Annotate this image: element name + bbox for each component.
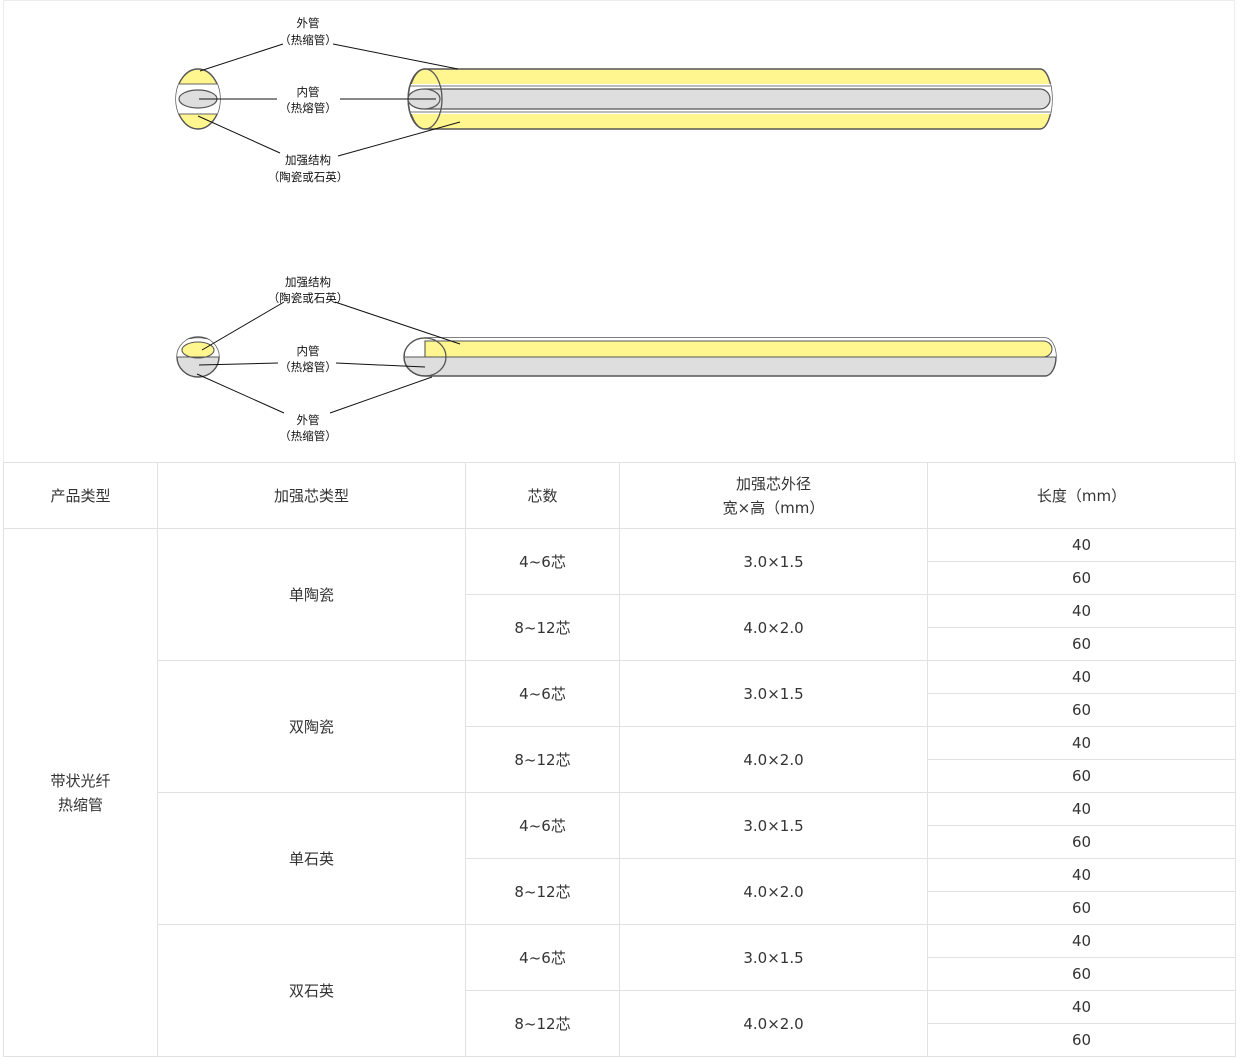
top-label-outer-2: （热缩管） — [279, 33, 337, 47]
spec-table: 产品类型 加强芯类型 芯数 加强芯外径 宽×高（mm） 长度（mm） 带状光纤热… — [3, 462, 1236, 1057]
table-row: 60 — [4, 759, 1236, 793]
bottom-tube-side-view — [403, 337, 1057, 377]
table-row: 60 — [4, 891, 1236, 925]
length-cell: 60 — [927, 1023, 1236, 1057]
diameter-cell: 4.0×2.0 — [619, 858, 928, 925]
fiber-count-cell: 4~6芯 — [465, 924, 620, 991]
length-cell: 40 — [927, 792, 1236, 826]
length-cell: 40 — [927, 594, 1236, 628]
diameter-cell: 3.0×1.5 — [619, 924, 928, 991]
length-cell: 60 — [927, 825, 1236, 859]
product-type-cell: 带状光纤热缩管 — [3, 528, 158, 1057]
table-row: 60 — [4, 1023, 1236, 1057]
table-row: 60 — [4, 561, 1236, 595]
length-cell: 60 — [927, 957, 1236, 991]
length-cell: 60 — [927, 693, 1236, 727]
length-cell: 40 — [927, 660, 1236, 694]
header-core-type: 加强芯类型 — [157, 462, 466, 529]
length-cell: 60 — [927, 627, 1236, 661]
header-fiber-count: 芯数 — [465, 462, 620, 529]
header-diameter-line1: 加强芯外径 — [735, 474, 811, 493]
bottom-label-reinforce-1: 加强结构 — [285, 275, 331, 289]
bottom-callout-lines — [196, 301, 461, 414]
fiber-count-cell: 8~12芯 — [465, 726, 620, 793]
length-cell: 40 — [927, 726, 1236, 760]
core-type-cell: 单石英 — [157, 792, 466, 925]
fiber-count-cell: 4~6芯 — [465, 528, 620, 595]
bottom-label-outer-2: （热缩管） — [279, 429, 337, 443]
bottom-label-reinforce-2: （陶瓷或石英） — [268, 291, 349, 305]
bottom-label-inner-2: （热熔管） — [279, 360, 337, 374]
product-type-line1: 带状光纤 — [50, 771, 111, 790]
fiber-count-cell: 8~12芯 — [465, 858, 620, 925]
bottom-label-outer-1: 外管 — [297, 413, 320, 427]
top-label-reinforce-1: 加强结构 — [285, 153, 331, 167]
bottom-labels: 加强结构 （陶瓷或石英） 内管 （热熔管） 外管 （热缩管） — [268, 275, 349, 443]
table-header-row: 产品类型 加强芯类型 芯数 加强芯外径 宽×高（mm） 长度（mm） — [3, 462, 1236, 529]
bottom-end-view — [176, 336, 220, 378]
table-row: 60 — [4, 957, 1236, 991]
top-label-inner-1: 内管 — [297, 85, 320, 99]
table-row: 60 — [4, 627, 1236, 661]
fiber-count-cell: 4~6芯 — [465, 660, 620, 727]
length-cell: 60 — [927, 759, 1236, 793]
core-type-cell: 单陶瓷 — [157, 528, 466, 661]
fiber-count-cell: 8~12芯 — [465, 594, 620, 661]
top-callout-lines — [197, 43, 461, 157]
diagram-area: 外管 （热缩管） 内管 （热熔管） 加强结构 （陶瓷或石英） — [0, 0, 1240, 463]
top-label-reinforce-2: （陶瓷或石英） — [268, 170, 349, 184]
header-diameter: 加强芯外径 宽×高（mm） — [619, 462, 928, 529]
length-cell: 60 — [927, 891, 1236, 925]
table-row: 60 — [4, 825, 1236, 859]
top-label-inner-2: （热熔管） — [279, 101, 337, 115]
core-type-cell: 双石英 — [157, 924, 466, 1057]
length-cell: 40 — [927, 924, 1236, 958]
length-cell: 40 — [927, 858, 1236, 892]
top-end-view — [175, 68, 221, 130]
header-diameter-line2: 宽×高（mm） — [722, 498, 825, 517]
top-tube-side-view — [407, 68, 1053, 130]
bottom-label-inner-1: 内管 — [297, 344, 320, 358]
header-product-type: 产品类型 — [3, 462, 158, 529]
fiber-count-cell: 8~12芯 — [465, 990, 620, 1057]
table-row: 60 — [4, 693, 1236, 727]
length-cell: 40 — [927, 990, 1236, 1024]
diameter-cell: 4.0×2.0 — [619, 594, 928, 661]
core-type-cell: 双陶瓷 — [157, 660, 466, 793]
diagram-svg: 外管 （热缩管） 内管 （热熔管） 加强结构 （陶瓷或石英） — [175, 16, 1057, 443]
diameter-cell: 3.0×1.5 — [619, 528, 928, 595]
top-label-outer-1: 外管 — [297, 16, 320, 30]
length-cell: 40 — [927, 528, 1236, 562]
product-type-line2: 热缩管 — [57, 795, 103, 814]
top-labels: 外管 （热缩管） 内管 （热熔管） 加强结构 （陶瓷或石英） — [268, 16, 349, 184]
diameter-cell: 4.0×2.0 — [619, 726, 928, 793]
header-length: 长度（mm） — [927, 462, 1236, 529]
fiber-count-cell: 4~6芯 — [465, 792, 620, 859]
length-cell: 60 — [927, 561, 1236, 595]
diameter-cell: 3.0×1.5 — [619, 660, 928, 727]
diameter-cell: 3.0×1.5 — [619, 792, 928, 859]
diameter-cell: 4.0×2.0 — [619, 990, 928, 1057]
